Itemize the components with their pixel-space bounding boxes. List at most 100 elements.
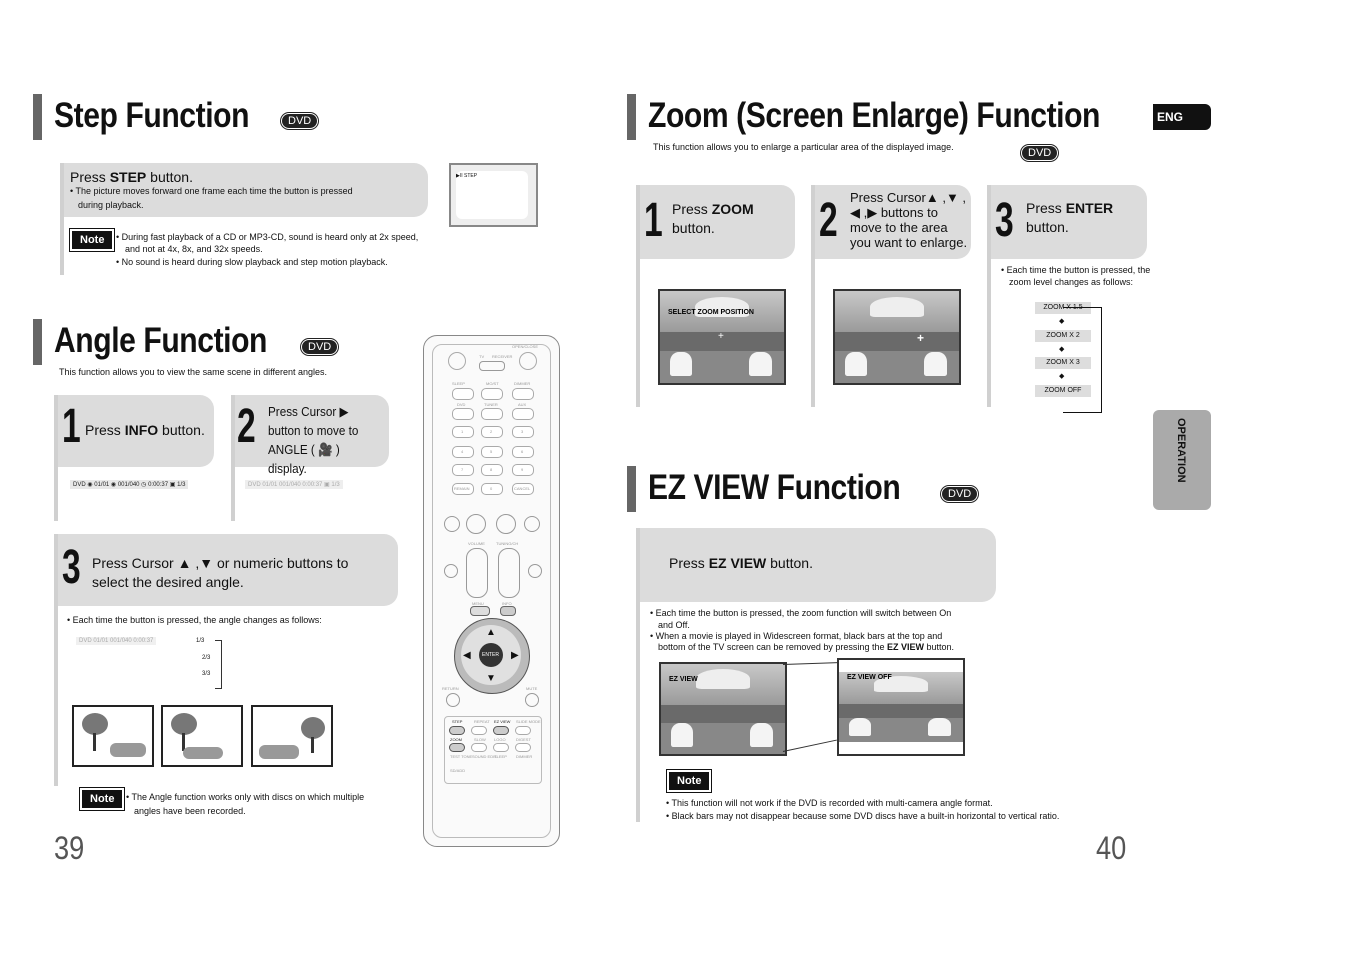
zoom-step2-text: Press Cursor▲ ,▼ , ◀ ,▶ buttons to move … bbox=[850, 190, 968, 250]
language-tab: ENG bbox=[1153, 104, 1211, 130]
step-bullet-1b: during playback. bbox=[78, 200, 144, 210]
remote-button: CANCEL bbox=[512, 483, 534, 495]
skip-back-icon bbox=[444, 516, 460, 532]
remote-button: 2 bbox=[481, 426, 503, 438]
navigation-pad: ▲ ▼ ◀ ▶ ENTER bbox=[454, 618, 530, 694]
tv-receiver-switch bbox=[479, 361, 505, 371]
remote-label: MO/ST bbox=[486, 381, 499, 386]
remote-control: OPEN/CLOSE TV RECEIVER SLEEP MO/ST DIMME… bbox=[423, 335, 560, 847]
zoom-level: ZOOM X 2 bbox=[1035, 330, 1091, 342]
zoom-level: ZOOM OFF bbox=[1035, 385, 1091, 397]
cycle-arrow bbox=[1063, 307, 1102, 413]
eject-icon bbox=[519, 352, 537, 370]
enter-button: ENTER bbox=[479, 643, 503, 667]
zoom-level: ZOOM X 1.5 bbox=[1035, 302, 1091, 314]
title-bar bbox=[627, 94, 636, 140]
info-button bbox=[500, 606, 516, 616]
step-number: 2 bbox=[819, 194, 838, 247]
remote-button bbox=[446, 693, 460, 707]
angle-step3-panel: 3 Press Cursor ▲ ,▼ or numeric buttons t… bbox=[58, 534, 398, 606]
remote-label: TEST TONE bbox=[450, 754, 473, 759]
title-bar bbox=[33, 319, 42, 365]
zoom-move-screen: + bbox=[833, 289, 961, 385]
step-number: 3 bbox=[995, 194, 1014, 247]
tuning-rocker bbox=[498, 548, 520, 598]
remote-button bbox=[493, 743, 509, 752]
zoom-bullet-b: zoom level changes as follows: bbox=[1009, 277, 1134, 287]
remote-button: 6 bbox=[512, 446, 534, 458]
remote-label: SLEEP bbox=[452, 381, 465, 386]
volume-rocker bbox=[466, 548, 488, 598]
ezview-bullet-1a: • Each time the button is pressed, the z… bbox=[650, 608, 952, 618]
remote-label: INFO bbox=[502, 601, 512, 606]
section-rule bbox=[54, 395, 58, 521]
remote-button bbox=[512, 388, 534, 400]
zoom-button bbox=[449, 743, 465, 752]
step-note-1b: and not at 4x, 8x, and 32x speeds. bbox=[125, 244, 263, 254]
step-tv-screen: ▶II STEP bbox=[449, 163, 538, 227]
dvd-badge: DVD bbox=[1021, 145, 1059, 161]
remote-button: REMAIN bbox=[452, 483, 474, 495]
remote-label: TUNER bbox=[484, 402, 498, 407]
play-pause-icon bbox=[496, 514, 516, 534]
remote-label: MENU bbox=[472, 601, 484, 606]
right-arrow-icon: ▶ bbox=[511, 650, 519, 661]
remote-label: SLEEP bbox=[494, 754, 507, 759]
remote-button bbox=[515, 743, 531, 752]
remote-button bbox=[481, 408, 503, 420]
remote-label: DVD bbox=[457, 402, 466, 407]
ezview-title: EZ VIEW Function bbox=[648, 468, 901, 507]
remote-label: VOLUME bbox=[468, 541, 485, 546]
step-note-2: • No sound is heard during slow playback… bbox=[116, 257, 388, 267]
angle-note-b: angles have been recorded. bbox=[134, 806, 246, 816]
ezview-press-text: Press EZ VIEW button. bbox=[669, 555, 813, 571]
angle-step2-panel: 2 Press Cursor ▶ button to move to ANGLE… bbox=[235, 395, 389, 476]
remote-button bbox=[452, 408, 474, 420]
angle-image-1 bbox=[72, 705, 154, 767]
remote-button: 3 bbox=[512, 426, 534, 438]
crosshair-icon: + bbox=[718, 331, 724, 342]
remote-label: DIMMER bbox=[514, 381, 531, 386]
title-bar bbox=[33, 94, 42, 140]
stop-icon bbox=[466, 514, 486, 534]
angle-level-1: 1/3 bbox=[196, 638, 205, 644]
remote-label: EZ VIEW bbox=[494, 719, 511, 724]
ezview-screen-label: EZ VIEW bbox=[669, 676, 698, 683]
menu-button bbox=[470, 606, 490, 616]
crosshair-icon: + bbox=[917, 331, 925, 345]
remote-button bbox=[481, 388, 503, 400]
step-title: Step Function bbox=[54, 96, 250, 135]
zoom-step3-text: Press ENTER button. bbox=[1026, 200, 1114, 235]
ezview-off-screen: EZ VIEW OFF bbox=[837, 658, 965, 756]
step-bullet-1a: • The picture moves forward one frame ea… bbox=[70, 186, 353, 196]
angle-image-2 bbox=[161, 705, 243, 767]
remote-label: SLIDE MODE bbox=[516, 719, 541, 724]
remote-label: OPEN/CLOSE bbox=[512, 344, 539, 349]
connector-line bbox=[782, 739, 837, 752]
up-arrow-icon: ▲ bbox=[486, 627, 496, 638]
angle-step2-text: Press Cursor ▶ button to move to ANGLE (… bbox=[268, 404, 359, 476]
step-number: 2 bbox=[237, 400, 256, 453]
ezview-press-panel: Press EZ VIEW button. bbox=[640, 528, 996, 602]
note-label: Note bbox=[78, 787, 126, 811]
remote-button bbox=[525, 693, 539, 707]
ezview-bullet-2b: bottom of the TV screen can be removed b… bbox=[658, 642, 955, 652]
remote-label: RETURN bbox=[442, 686, 459, 691]
angle-status-bar-faded: DVD 01/01 001/040 0:00:37 bbox=[76, 637, 157, 645]
remote-button bbox=[528, 564, 542, 578]
zoom-step3-panel: 3 Press ENTER button. bbox=[991, 185, 1147, 259]
remote-label: TV bbox=[479, 354, 485, 359]
function-button-group bbox=[444, 716, 542, 784]
section-rule bbox=[54, 534, 58, 786]
title-bar bbox=[627, 466, 636, 512]
skip-forward-icon bbox=[524, 516, 540, 532]
remote-button: 5 bbox=[481, 446, 503, 458]
section-tab-label: OPERATION bbox=[1175, 418, 1187, 483]
section-rule bbox=[231, 395, 235, 521]
angle-note-a: • The Angle function works only with dis… bbox=[126, 792, 365, 802]
ezview-bullet-1b: and Off. bbox=[658, 620, 690, 630]
ezview-bullet-2a: • When a movie is played in Widescreen f… bbox=[650, 631, 943, 641]
remote-label: MUTE bbox=[526, 686, 538, 691]
section-rule bbox=[987, 185, 991, 407]
zoom-bullet-a: • Each time the button is pressed, the bbox=[1001, 265, 1151, 275]
